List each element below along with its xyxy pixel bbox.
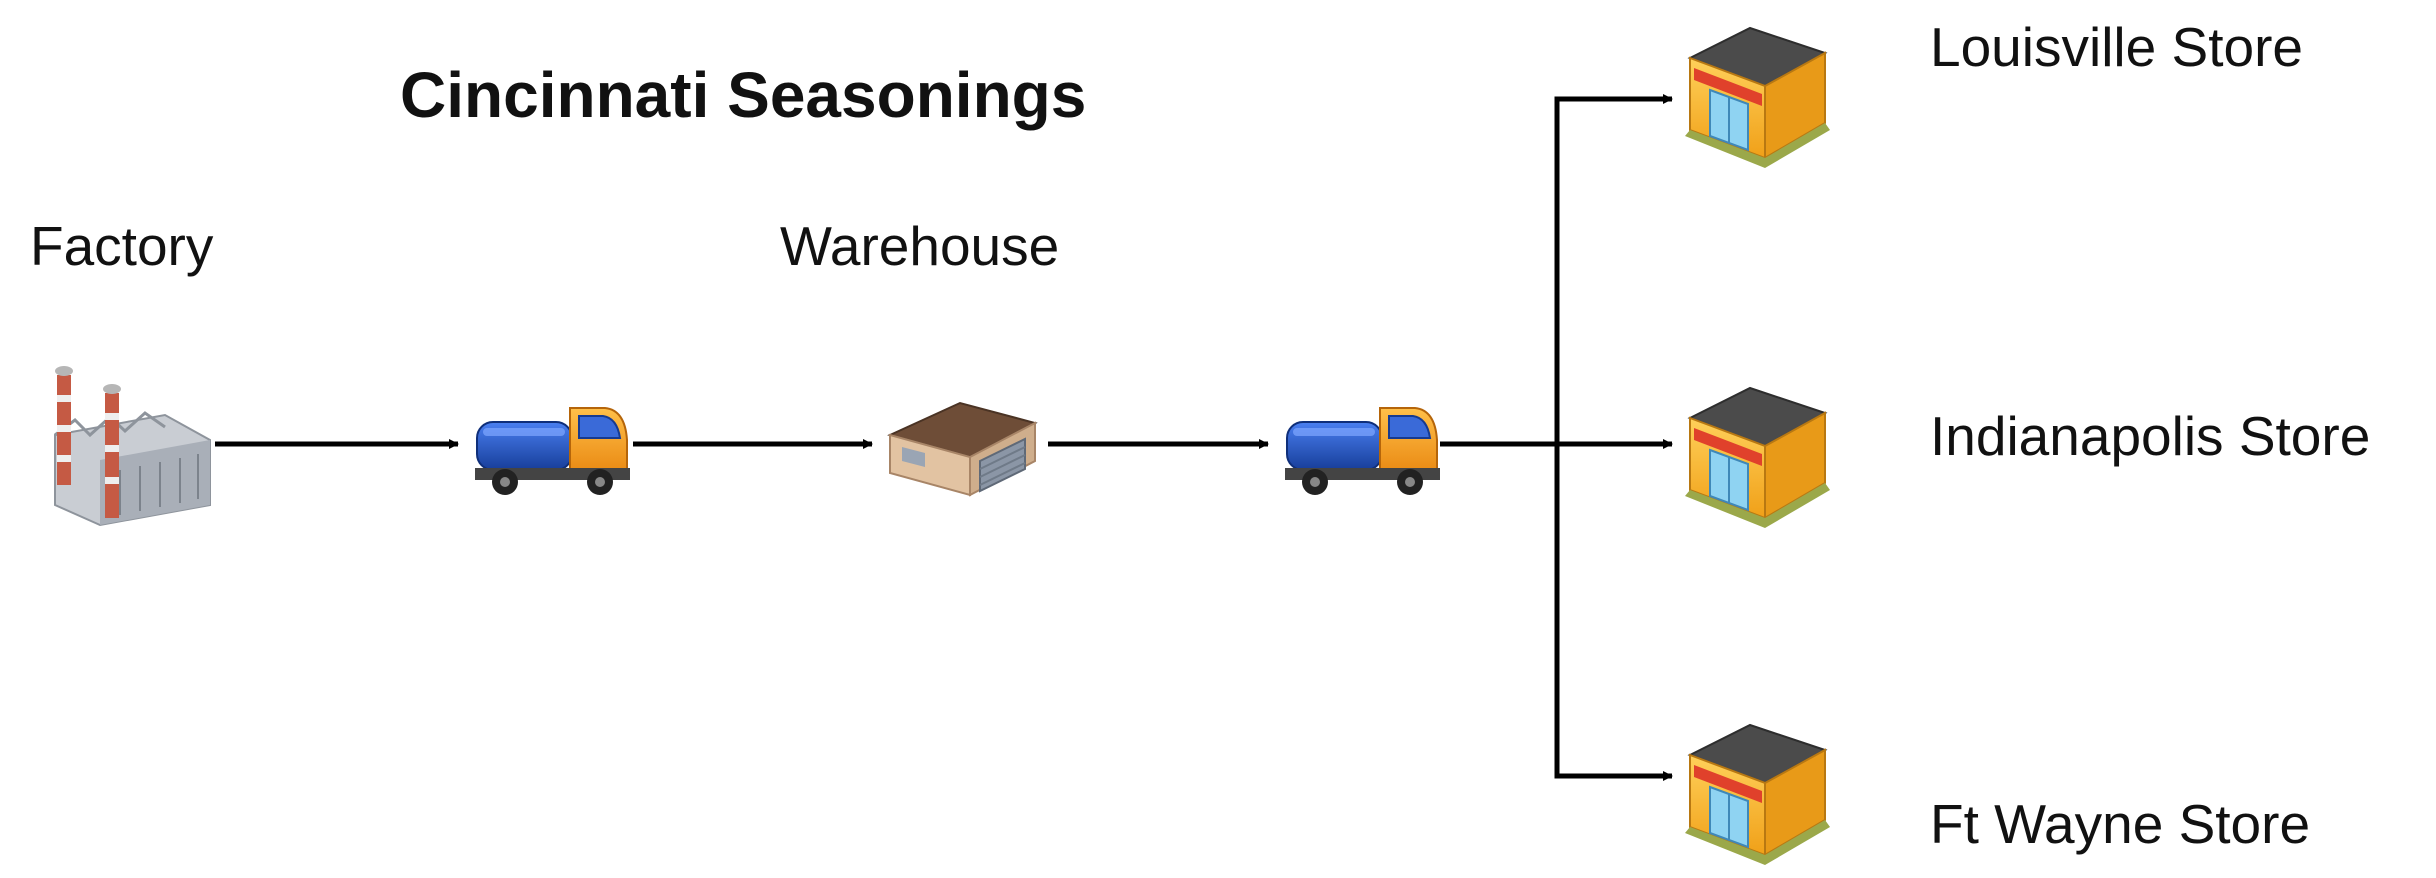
indianapolis-store-label: Indianapolis Store [1930, 405, 2370, 467]
store-icon [1685, 386, 1830, 528]
truck-icon [475, 407, 630, 495]
connectors [215, 94, 1673, 781]
store-icon [1685, 723, 1830, 865]
truck-icon [1285, 407, 1440, 495]
factory-label: Factory [30, 215, 214, 277]
ft-wayne-store-label: Ft Wayne Store [1930, 793, 2310, 855]
edge-truck-to-louisville [1554, 94, 1673, 444]
warehouse-icon [887, 401, 1038, 497]
edge-truck-to-ft-wayne [1554, 444, 1673, 781]
louisville-store-label: Louisville Store [1930, 16, 2303, 78]
factory-icon [54, 366, 211, 527]
store-icon [1685, 26, 1830, 168]
warehouse-label: Warehouse [780, 215, 1059, 277]
diagram-title: Cincinnati Seasonings [400, 59, 1086, 131]
